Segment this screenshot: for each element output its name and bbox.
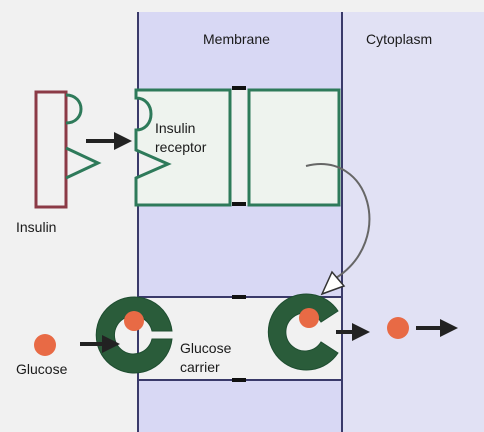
cytoplasm-band: [342, 12, 484, 432]
membrane-band-lower: [138, 380, 342, 432]
glucose-molecule-bound: [124, 311, 144, 331]
glucose-carrier-closed: [95, 296, 173, 374]
insulin-receptor-left: [134, 88, 232, 207]
curved-arrow-icon: [305, 163, 371, 296]
glucose-molecule-released: [387, 317, 409, 339]
right-arrow-icon: [336, 323, 370, 341]
glucose-label: Glucose: [16, 361, 68, 377]
cytoplasm-label: Cytoplasm: [366, 31, 432, 47]
glucose-molecule-in-carrier: [299, 308, 319, 328]
receptor-gap-top-marker: [232, 86, 246, 90]
receptor-label-line1: Insulin: [155, 120, 195, 136]
insulin-molecule-body: [34, 90, 68, 209]
right-arrow-icon: [416, 319, 458, 337]
carrier-label-line2: carrier: [180, 359, 220, 375]
insulin-triangle-tab: [65, 146, 102, 180]
receptor-gap-bottom-marker: [232, 202, 246, 206]
channel-marker-top: [232, 295, 246, 299]
membrane-band-middle: [138, 205, 342, 297]
membrane-band-upper: [138, 12, 342, 90]
channel-marker-bottom: [232, 378, 246, 382]
insulin-round-tab: [65, 93, 83, 125]
glucose-carrier-open: [267, 293, 339, 371]
receptor-label-line2: receptor: [155, 139, 207, 155]
glucose-molecule-outside: [34, 334, 56, 356]
membrane-label: Membrane: [203, 31, 270, 47]
right-arrow-icon: [80, 335, 120, 353]
insulin-label: Insulin: [16, 219, 56, 235]
carrier-label-line1: Glucose: [180, 340, 232, 356]
insulin-receptor-right: [247, 88, 341, 207]
right-arrow-icon: [86, 132, 132, 150]
